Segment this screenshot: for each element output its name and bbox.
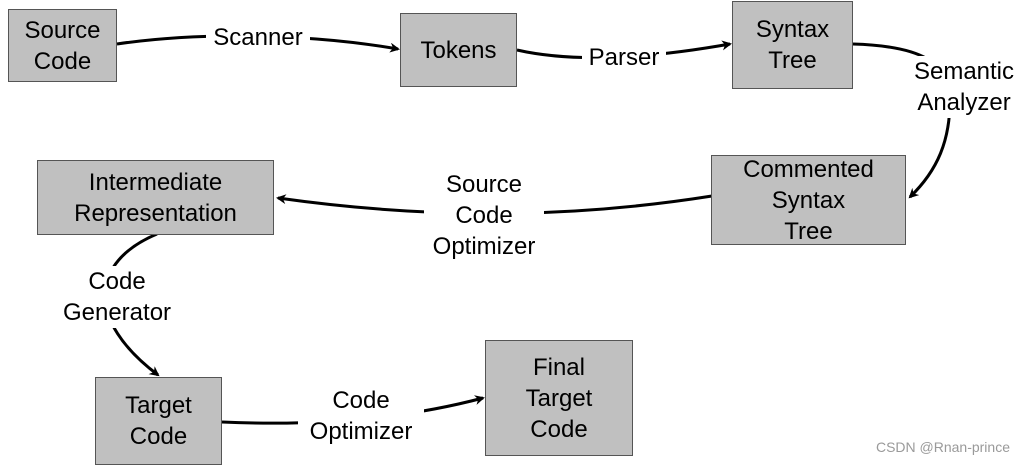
edge-label-code-generator: Code Generator [50, 266, 184, 328]
watermark: CSDN @Rnan-prince [875, 439, 1010, 455]
node-syntax-tree: Syntax Tree [732, 1, 853, 89]
node-target-code: Target Code [95, 377, 222, 465]
edge-label-semantic-analyzer: Semantic Analyzer [906, 56, 1022, 118]
edge-label-parser: Parser [582, 42, 666, 73]
node-commented-syntax-tree: Commented Syntax Tree [711, 155, 906, 245]
node-tokens: Tokens [400, 13, 517, 87]
node-intermediate-representation: Intermediate Representation [37, 160, 274, 235]
edge-label-source-code-optimizer: Source Code Optimizer [424, 169, 544, 262]
node-final-target-code: Final Target Code [485, 340, 633, 456]
edge-label-code-optimizer: Code Optimizer [298, 385, 424, 447]
node-source-code: Source Code [8, 9, 117, 82]
edge-label-scanner: Scanner [206, 22, 310, 53]
